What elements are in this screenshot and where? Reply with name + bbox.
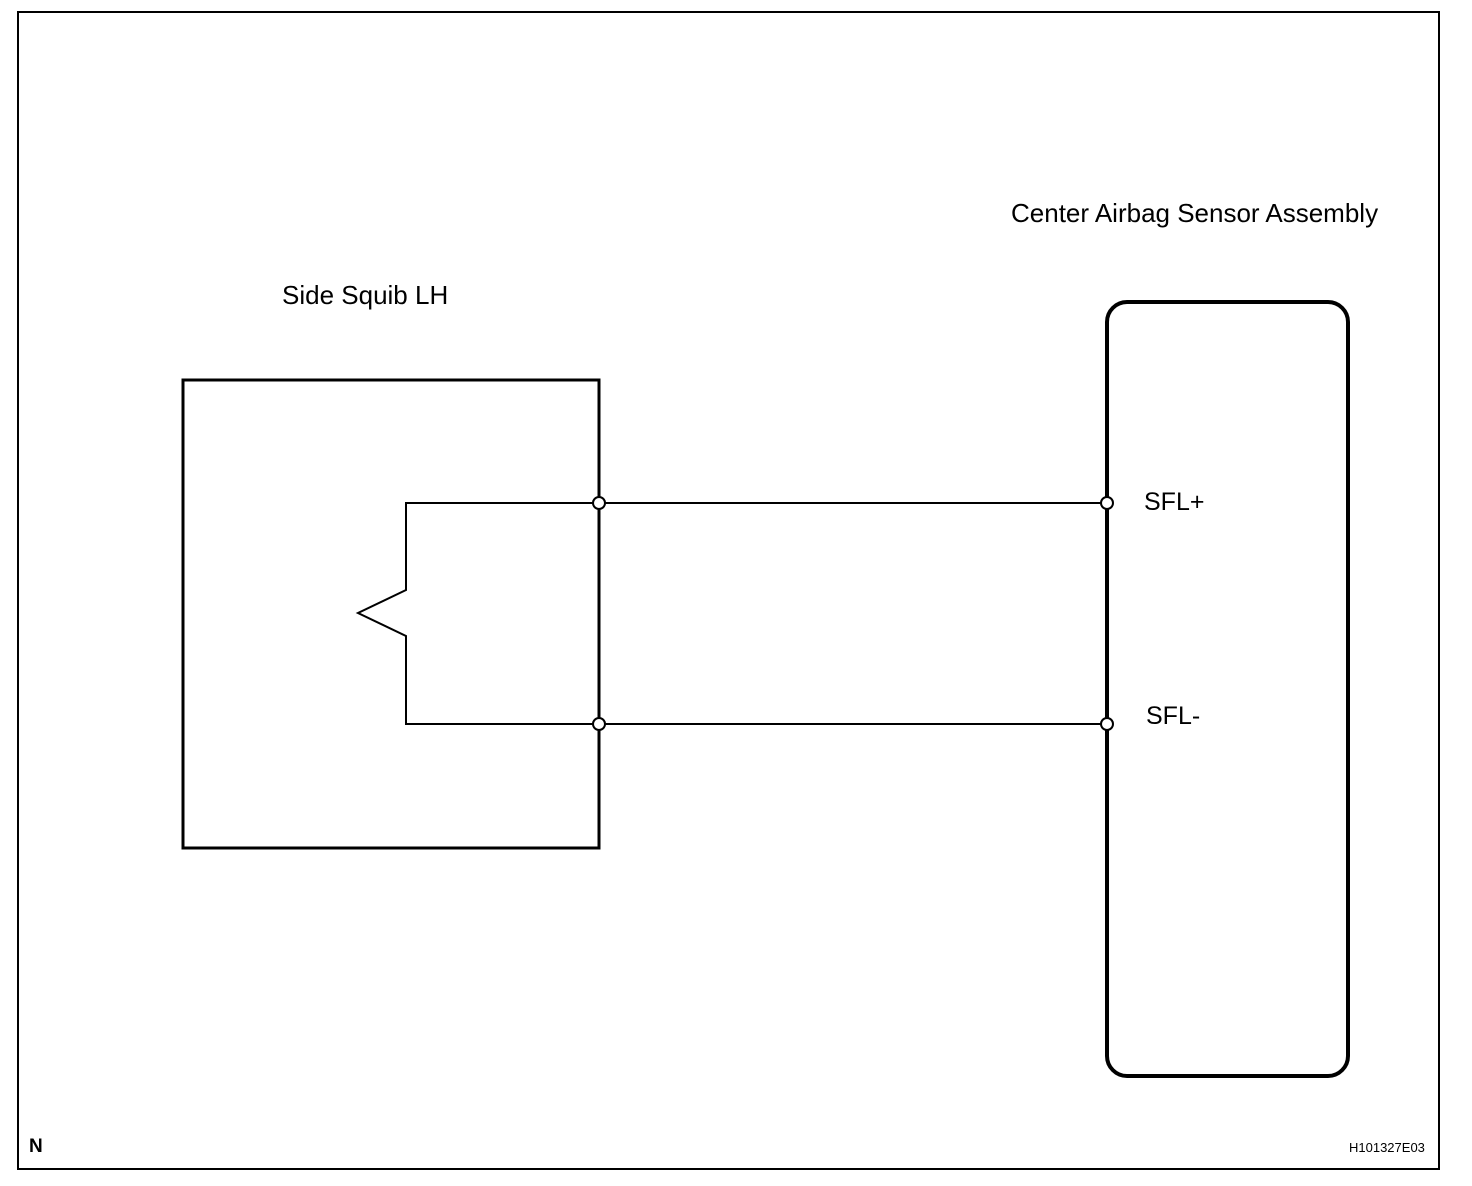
terminal-squib-plus xyxy=(592,496,606,510)
corner-mark: N xyxy=(29,1136,43,1157)
reference-code: H101327E03 xyxy=(1349,1140,1425,1155)
center-sensor-label: Center Airbag Sensor Assembly xyxy=(1011,198,1379,228)
center-sensor-box xyxy=(1105,300,1350,1078)
outer-frame xyxy=(17,11,1440,1170)
side-squib-box xyxy=(181,378,601,850)
side-squib-label: Side Squib LH xyxy=(282,280,449,310)
terminal-sensor-minus xyxy=(1100,717,1114,731)
terminal-sensor-plus xyxy=(1100,496,1114,510)
pin-label-sfl-plus: SFL+ xyxy=(1144,488,1205,516)
pin-label-sfl-minus: SFL- xyxy=(1146,702,1201,730)
terminal-squib-minus xyxy=(592,717,606,731)
squib-element xyxy=(355,502,599,725)
